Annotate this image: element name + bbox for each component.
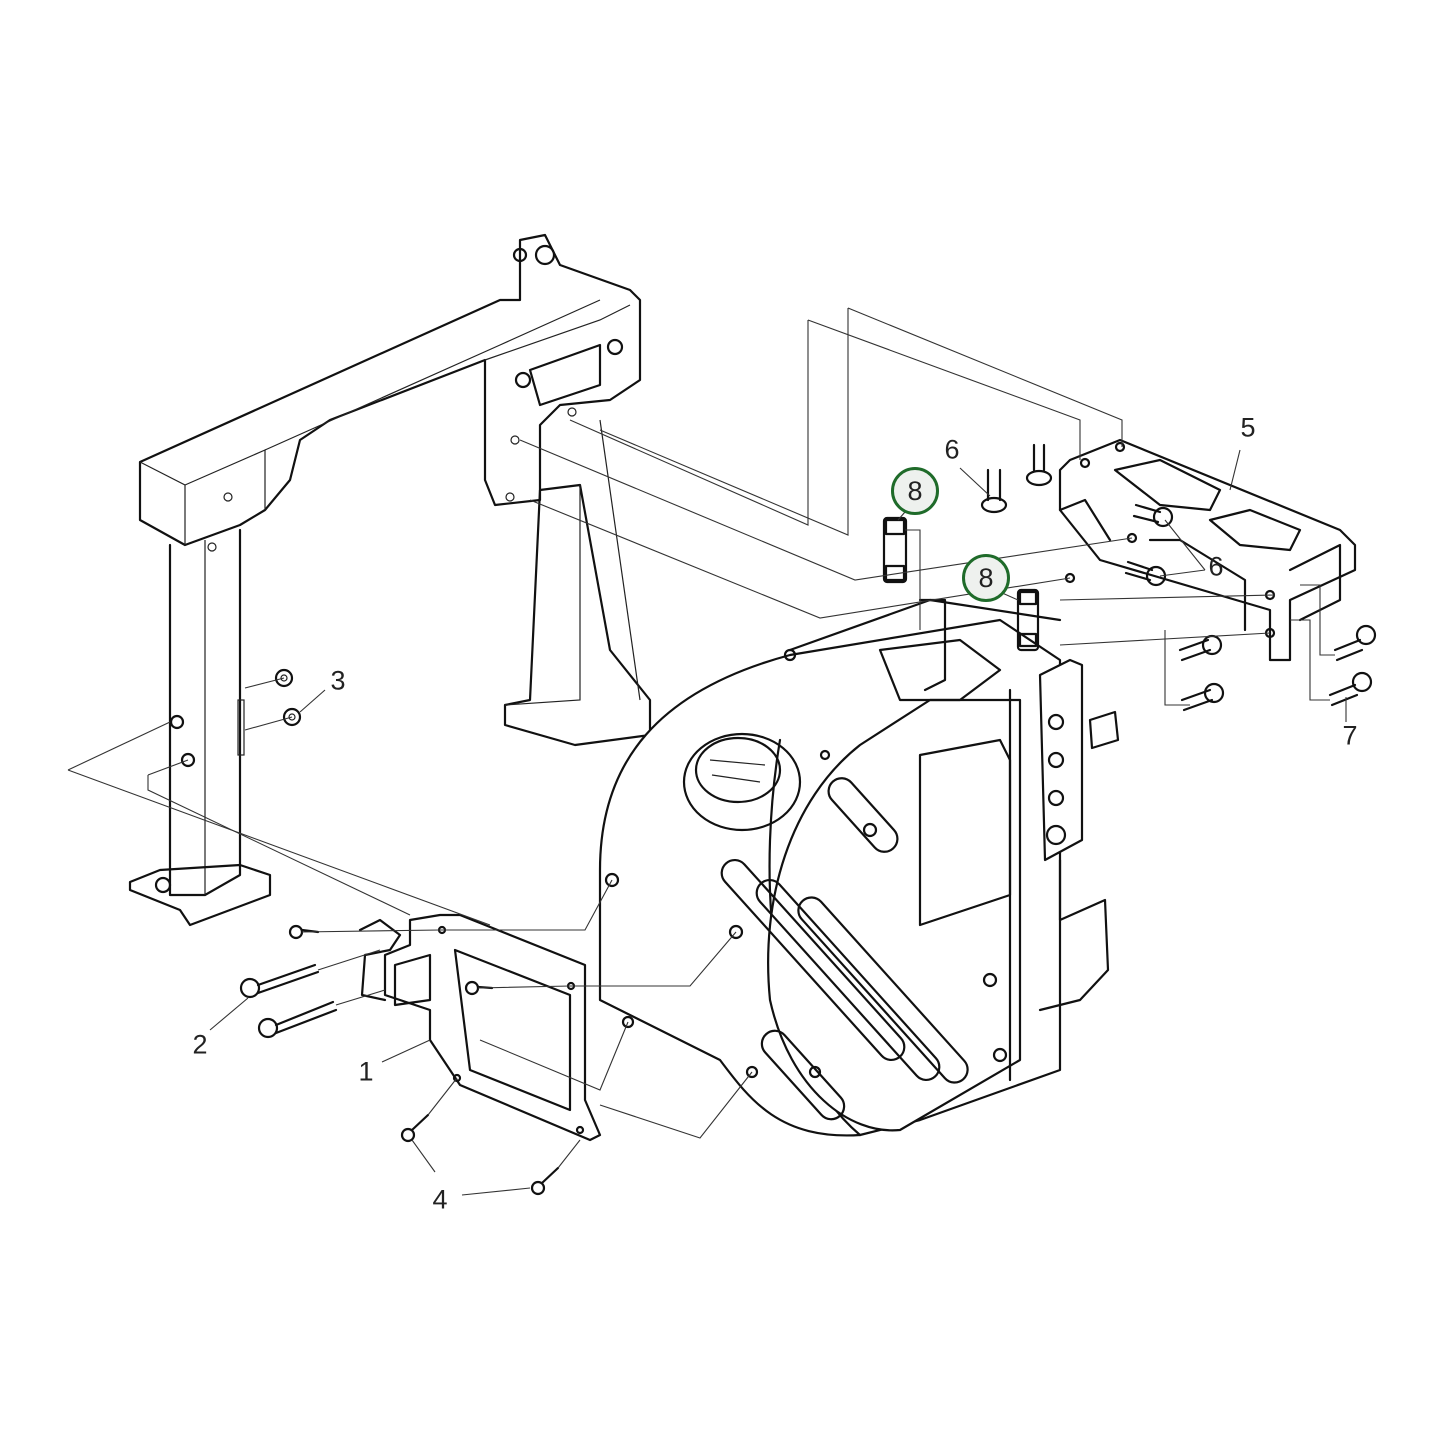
bolt-4a [400, 1113, 430, 1143]
callout-6-top: 6 [944, 434, 960, 465]
callout-leaders [209, 449, 1347, 1196]
upper-bracket [1058, 438, 1357, 662]
guide-lines [67, 307, 1335, 1169]
callout-7: 7 [1342, 720, 1358, 751]
callout-8-label: 8 [907, 475, 923, 506]
callout-8-highlighted-lower[interactable]: 8 [962, 554, 1010, 602]
callout-8-label: 8 [978, 562, 994, 593]
callout-5: 5 [1240, 412, 1256, 443]
callout-4: 4 [432, 1184, 448, 1215]
lower-bracket [358, 913, 602, 1142]
nut-3a [274, 668, 294, 688]
bolt-7b [1328, 671, 1373, 707]
bolt-2a [239, 963, 320, 999]
bolt-6d [1124, 560, 1167, 587]
callout-6-right: 6 [1208, 551, 1224, 582]
bolt-6c [1132, 503, 1174, 528]
bolt-6b [1025, 443, 1053, 487]
bolt-7a [1333, 624, 1377, 662]
callout-3: 3 [330, 665, 346, 696]
main-frame [128, 233, 652, 927]
clip-8b [1016, 588, 1040, 652]
bolt-2b [257, 1000, 338, 1039]
bolt-4b [530, 1166, 560, 1196]
callout-1: 1 [358, 1056, 374, 1087]
fuel-cap [682, 732, 802, 832]
tank-ribs [720, 777, 969, 1121]
fuel-tank [598, 598, 1120, 1137]
bolt-side-b [1180, 682, 1225, 712]
nut-3b [282, 707, 302, 727]
callout-2: 2 [192, 1029, 208, 1060]
bolt-side-a [1178, 634, 1223, 662]
bolt-6a [980, 468, 1008, 514]
callout-8-highlighted-upper[interactable]: 8 [891, 467, 939, 515]
